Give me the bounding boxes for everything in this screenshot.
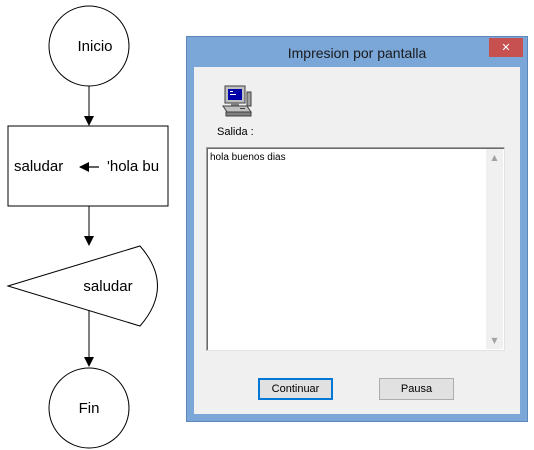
- close-icon: ✕: [501, 41, 511, 54]
- scroll-up-icon[interactable]: ▲: [491, 153, 498, 162]
- assignment-variable: saludar: [14, 158, 63, 175]
- output-node[interactable]: [6, 245, 158, 327]
- output-dialog: Impresion por pantalla ✕ Salida : hola b…: [186, 36, 528, 422]
- assignment-value: 'hola bu: [107, 158, 159, 175]
- dialog-client-area: Salida : hola buenos dias ▲ ▼ Continuar …: [194, 67, 520, 414]
- output-label: Salida :: [217, 126, 254, 138]
- end-node[interactable]: [48, 367, 130, 449]
- continue-button[interactable]: Continuar: [258, 378, 333, 400]
- output-scrollbar[interactable]: ▲ ▼: [486, 149, 503, 349]
- close-button[interactable]: ✕: [489, 38, 523, 57]
- start-node-label: Inicio: [77, 38, 112, 55]
- pause-button[interactable]: Pausa: [379, 378, 454, 400]
- scroll-down-icon[interactable]: ▼: [491, 336, 498, 345]
- end-node-label: Fin: [79, 400, 100, 417]
- output-text: hola buenos dias: [210, 152, 286, 163]
- dialog-title: Impresion por pantalla: [287, 45, 427, 61]
- output-textarea[interactable]: hola buenos dias ▲ ▼: [206, 147, 505, 351]
- flowchart: Inicio saludar 'hola bu saludar Fin: [6, 5, 169, 449]
- output-node-label: saludar: [83, 278, 132, 295]
- computer-icon: [222, 85, 252, 117]
- dialog-titlebar[interactable]: Impresion por pantalla ✕: [187, 37, 527, 67]
